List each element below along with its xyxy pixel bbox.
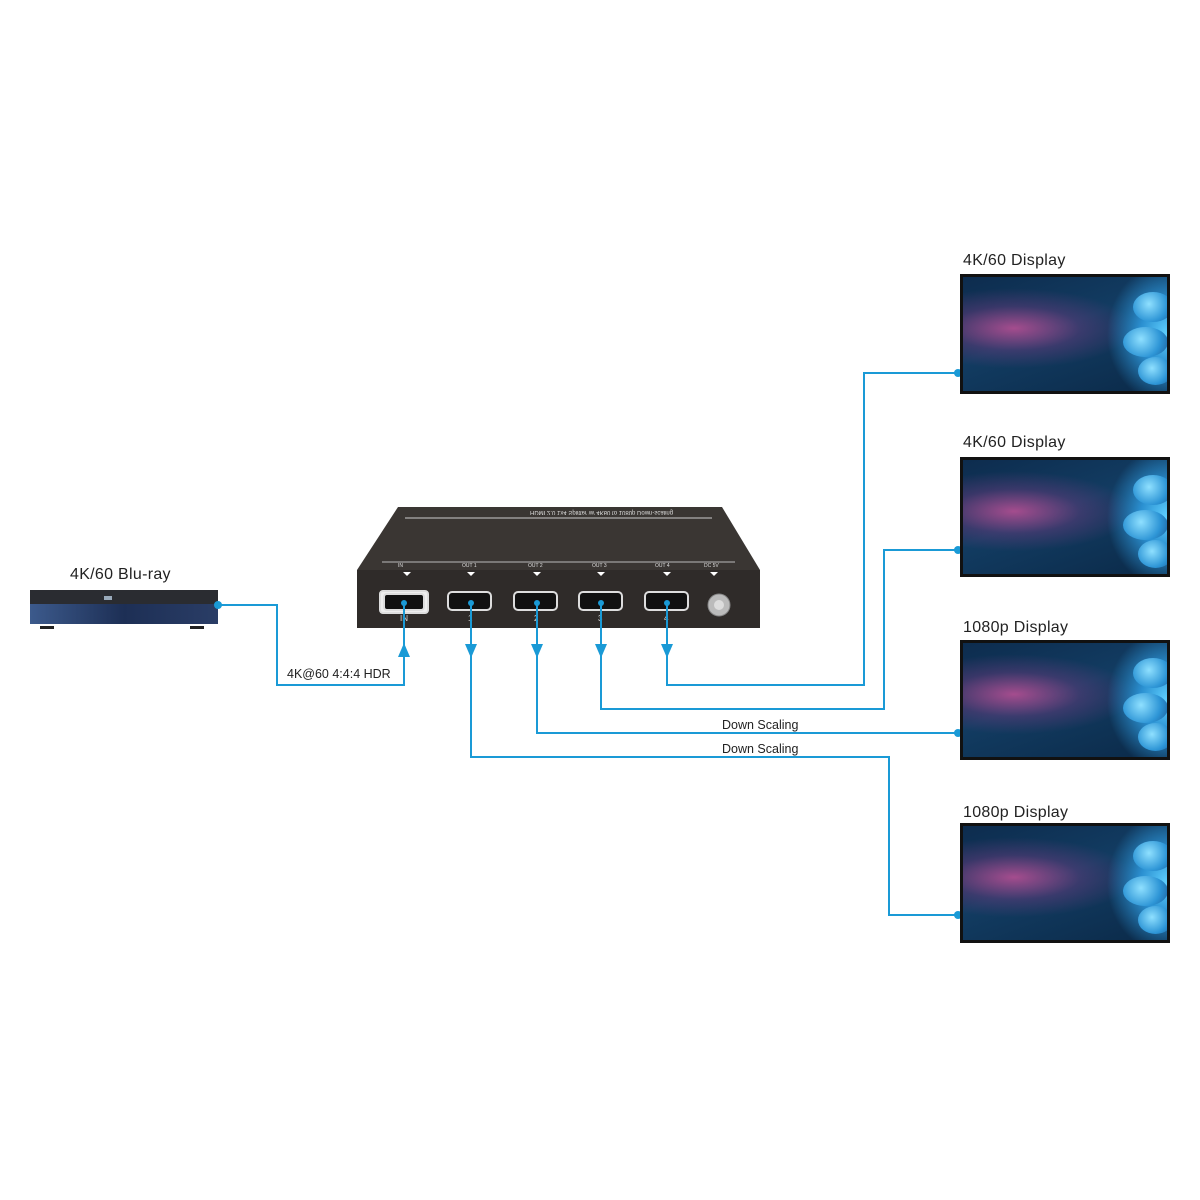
down-scaling-label: Down Scaling <box>722 718 799 732</box>
port-label-out1: OUT 1 <box>462 563 477 569</box>
port-label-in: IN <box>398 563 403 569</box>
port-label-out2: OUT 2 <box>528 563 543 569</box>
input-cable <box>218 603 405 686</box>
signal-label: 4K@60 4:4:4 HDR <box>287 667 391 681</box>
arrow-down-icon <box>661 644 673 658</box>
display-4k60-2 <box>960 457 1170 577</box>
out1-cable <box>470 603 958 916</box>
display-4k60-1 <box>960 274 1170 394</box>
port-label-out4: OUT 4 <box>655 563 670 569</box>
display-1080p-1 <box>960 640 1170 760</box>
display-label: 4K/60 Display <box>963 252 1066 269</box>
arrow-down-icon <box>531 644 543 658</box>
port-label-out3: OUT 3 <box>592 563 607 569</box>
arrow-down-icon <box>465 644 477 658</box>
bluray-label: 4K/60 Blu-ray <box>70 566 171 583</box>
display-label: 4K/60 Display <box>963 434 1066 451</box>
port-label-dc: DC 5V <box>704 563 719 569</box>
display-label: 1080p Display <box>963 619 1069 636</box>
arrow-down-icon <box>595 644 607 658</box>
arrow-up-icon <box>398 643 410 657</box>
display-1080p-2 <box>960 823 1170 943</box>
display-label: 1080p Display <box>963 804 1069 821</box>
out3-cable <box>600 549 958 710</box>
out4-cable <box>666 372 958 686</box>
down-scaling-label: Down Scaling <box>722 742 799 756</box>
